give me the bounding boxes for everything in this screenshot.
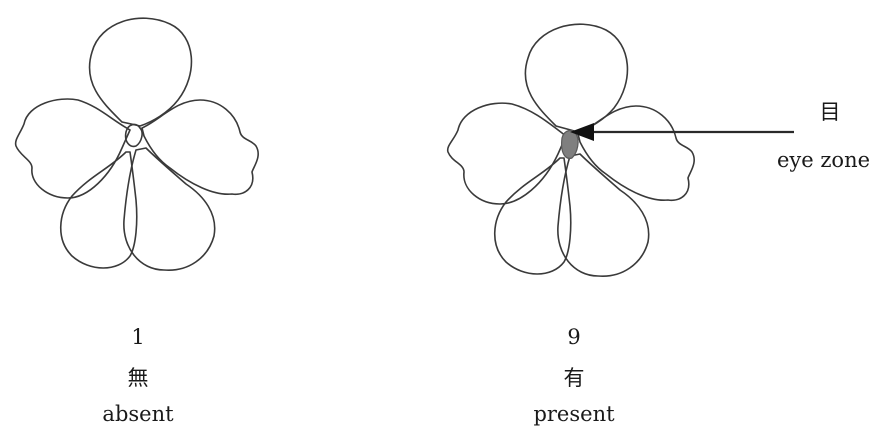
panel-absent-code: 1	[58, 325, 218, 349]
panel-present-label-jp: 有	[494, 362, 654, 392]
panel-absent-label-en: absent	[58, 402, 218, 426]
flower-absent	[16, 18, 259, 270]
panel-present-label-en: present	[494, 402, 654, 426]
panel-absent-label-jp: 無	[58, 362, 218, 392]
eye-zone-label-en: eye zone	[760, 150, 887, 171]
eye-zone-arrow	[570, 123, 794, 141]
petal-top	[525, 24, 627, 132]
flower-present	[448, 24, 695, 276]
petal-left	[16, 99, 130, 198]
panel-present-code: 9	[494, 325, 654, 349]
petal-right	[142, 100, 258, 194]
petal-bottom-right	[124, 148, 215, 270]
eye-zone-label-jp: 目	[810, 102, 850, 123]
petal-top	[89, 18, 191, 126]
eye-zone-marking	[562, 131, 578, 159]
petal-right	[578, 106, 694, 200]
